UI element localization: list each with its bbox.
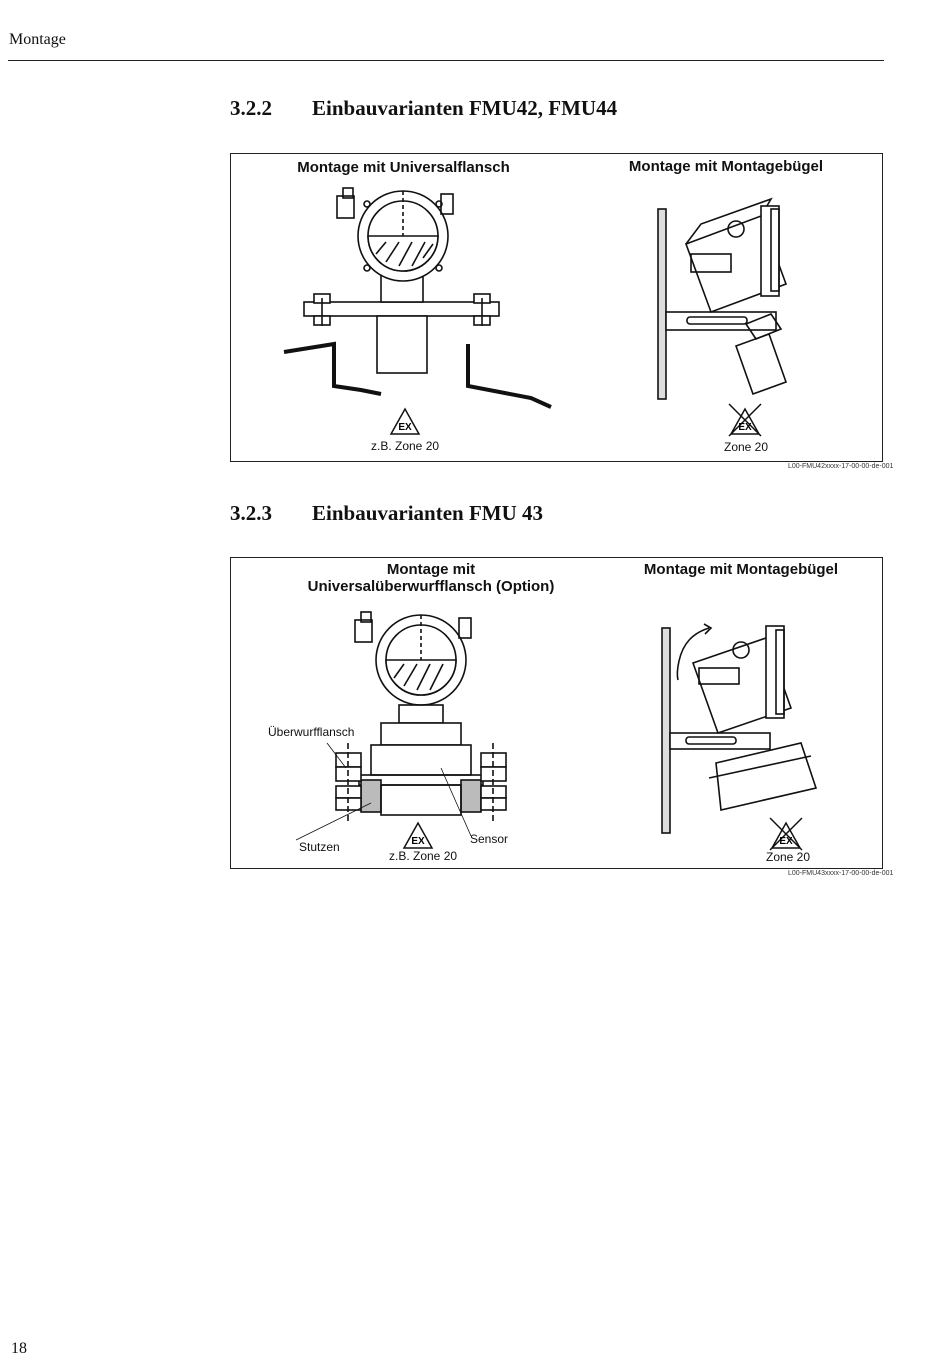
callout-stutzen: Stutzen (299, 840, 340, 854)
right-zone-label: Zone 20 (724, 440, 769, 454)
mounting-bracket-drawing (661, 623, 818, 834)
figure-drawing: EX EX (295, 611, 818, 851)
universal-flange-drawing (283, 187, 552, 409)
right-figure-title: Montage mit Montagebügel (643, 561, 839, 578)
section-title: Einbauvarianten FMU42, FMU44 (312, 96, 618, 120)
figure-fmu43: EX EX Montage mit Universalüberwurfflans… (230, 557, 883, 869)
right-zone-label: Zone 20 (766, 850, 811, 864)
left-figure-title-line1: Montage mit (386, 561, 476, 578)
section-title: Einbauvarianten FMU 43 (312, 501, 544, 525)
callout-sensor: Sensor (470, 832, 509, 846)
figure-reference: L00-FMU42xxxx-17-00-00-de-001 (788, 463, 894, 470)
ex-triangle-icon (402, 821, 434, 849)
figure-drawing: EX EX (283, 187, 788, 437)
ex-symbol-text: EX (738, 422, 752, 433)
figure-fmu42-fmu44: EX EX Montage mit Universalflansch Monta… (230, 153, 883, 462)
slip-on-flange-drawing (295, 611, 507, 841)
left-figure-title-line2: Universalüberwurfflansch (Option) (307, 578, 555, 595)
section-number: 3.2.2 (230, 96, 272, 120)
right-figure-title: Montage mit Montagebügel (628, 158, 824, 175)
header-rule (8, 60, 884, 61)
ex-crossed-triangle-icon (769, 817, 803, 851)
ex-symbol-text: EX (411, 836, 425, 847)
ex-triangle-icon (389, 407, 421, 435)
left-figure-title: Montage mit Universalflansch (297, 159, 510, 176)
figure-reference: L00-FMU43xxxx-17-00-00-de-001 (788, 870, 894, 877)
callout-ueberwurfflansch: Überwurfflansch (268, 725, 355, 739)
running-header: Montage (9, 31, 66, 48)
page-number: 18 (11, 1340, 27, 1357)
section-heading-3-2-2: 3.2.2 Einbauvarianten FMU42, FMU44 (230, 96, 617, 121)
ex-symbol-text: EX (398, 422, 412, 433)
ex-crossed-triangle-icon (728, 403, 762, 437)
ex-symbol-text: EX (779, 836, 793, 847)
left-zone-label: z.B. Zone 20 (371, 439, 440, 453)
left-figure-title: Montage mit Universalüberwurfflansch (Op… (291, 561, 571, 595)
section-heading-3-2-3: 3.2.3 Einbauvarianten FMU 43 (230, 501, 543, 526)
left-zone-label: z.B. Zone 20 (389, 849, 458, 863)
mounting-bracket-drawing (657, 197, 788, 400)
section-number: 3.2.3 (230, 501, 272, 525)
